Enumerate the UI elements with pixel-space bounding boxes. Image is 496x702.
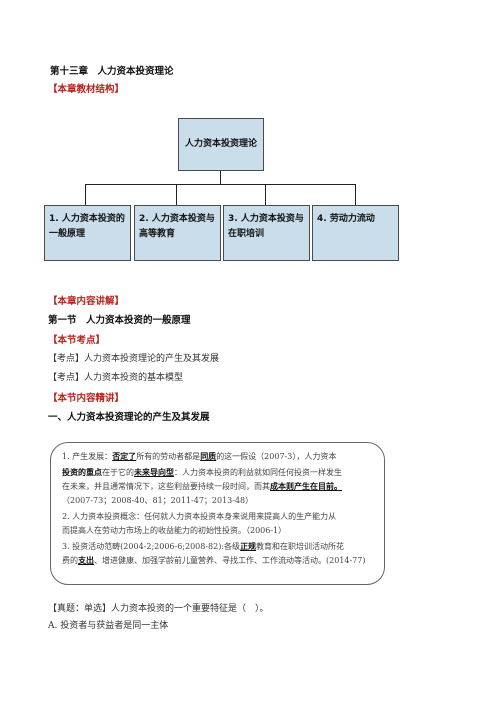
info-text: ：人力资本投资的利益就如同任何投资一样发生 <box>174 468 342 477</box>
exam-point-1: 【考点】人力资本投资理论的产生及其发展 <box>48 354 220 364</box>
diagram-child-3: 3. 人力资本投资与在职培训 <box>223 205 310 261</box>
info-text: 教育和在职培训活动所花 <box>256 542 345 551</box>
info-line-7: 3. 投资活动范畴(2004-2;2006-6;2008-82):各级正规教育和… <box>62 541 344 552</box>
info-text: 的这一假设（2007-3），人力资本 <box>216 452 337 461</box>
chapter-title: 第十三章 人力资本投资理论 <box>50 66 174 77</box>
exam-point-2: 【考点】人力资本投资的基本模型 <box>48 373 184 383</box>
info-emphasis: 未来导向型 <box>134 467 174 477</box>
info-line-1: 1. 产生发展：否定了所有的劳动者都是同质的这一假设（2007-3），人力资本 <box>62 451 336 462</box>
connector-child-3 <box>265 184 266 205</box>
content-label: 【本章内容讲解】 <box>48 296 125 307</box>
section1-title: 第一节 人力资本投资的一般原理 <box>48 315 191 326</box>
info-text: 所有的劳动者都是 <box>136 452 201 461</box>
info-emphasis: 否定了 <box>112 451 137 461</box>
diagram-root: 人力资本投资理论 <box>178 118 264 171</box>
info-text: 1. 产生发展： <box>62 452 113 461</box>
structure-label: 【本章教材结构】 <box>48 84 125 95</box>
connector-child-1 <box>85 184 86 205</box>
question-text: 【真题：单选】人力资本投资的一个重要特征是（ ）。 <box>48 604 269 614</box>
subsection-title: 一、人力资本投资理论的产生及其发展 <box>48 412 210 423</box>
info-box <box>50 442 385 585</box>
info-emphasis: 投资的重点 <box>62 467 102 477</box>
detail-label: 【本节内容精讲】 <box>48 393 125 404</box>
info-line-2: 投资的重点在于它的未来导向型：人力资本投资的利益就如同任何投资一样发生 <box>62 467 342 478</box>
info-line-6: 而提高人在劳动力市场上的收益能力的初始性投资。（2006-1） <box>62 526 287 535</box>
connector-child-2 <box>176 184 177 205</box>
info-line-3: 在未来，并且通常情况下，这些利益要持续一段时间，而其成本则产生在目前。 <box>62 481 342 492</box>
connector-child-4 <box>355 184 356 205</box>
info-emphasis: 正规 <box>240 541 257 551</box>
info-text: 在未来，并且通常情况下，这些利益要持续一段时间，而其 <box>62 482 270 491</box>
info-line-4: （2007-73；2008-40、81；2011-47；2013-48） <box>62 496 254 505</box>
option-a: A. 投资者与获益者是同一主体 <box>48 621 169 631</box>
connector-horizontal <box>85 184 356 185</box>
info-line-8: 费的支出、增进健康、加强学龄前儿童营养、寻找工作、工作流动等活动。(2014-7… <box>62 555 365 566</box>
diagram-child-4: 4. 劳动力流动 <box>312 205 399 261</box>
info-text: 费的 <box>62 556 78 565</box>
diagram-child-1: 1. 人力资本投资的一般原理 <box>44 205 131 261</box>
exam-points-label: 【本节考点】 <box>48 335 106 346</box>
info-emphasis: 支出 <box>78 555 94 565</box>
info-text: 3. 投资活动范畴(2004-2;2006-6;2008-82):各级 <box>62 542 241 551</box>
info-emphasis: 同质 <box>200 451 217 461</box>
connector-vertical <box>220 171 221 184</box>
info-emphasis: 成本则产生在目前。 <box>270 481 342 491</box>
diagram-child-2: 2. 人力资本投资与高等教育 <box>134 205 221 261</box>
info-text: 、增进健康、加强学龄前儿童营养、寻找工作、工作流动等活动。(2014-77) <box>94 556 366 565</box>
info-text: 在于它的 <box>102 468 134 477</box>
info-line-5: 2. 人力资本投资概念：任何就人力资本投资本身来说用来提高人的生产能力从 <box>62 512 337 521</box>
